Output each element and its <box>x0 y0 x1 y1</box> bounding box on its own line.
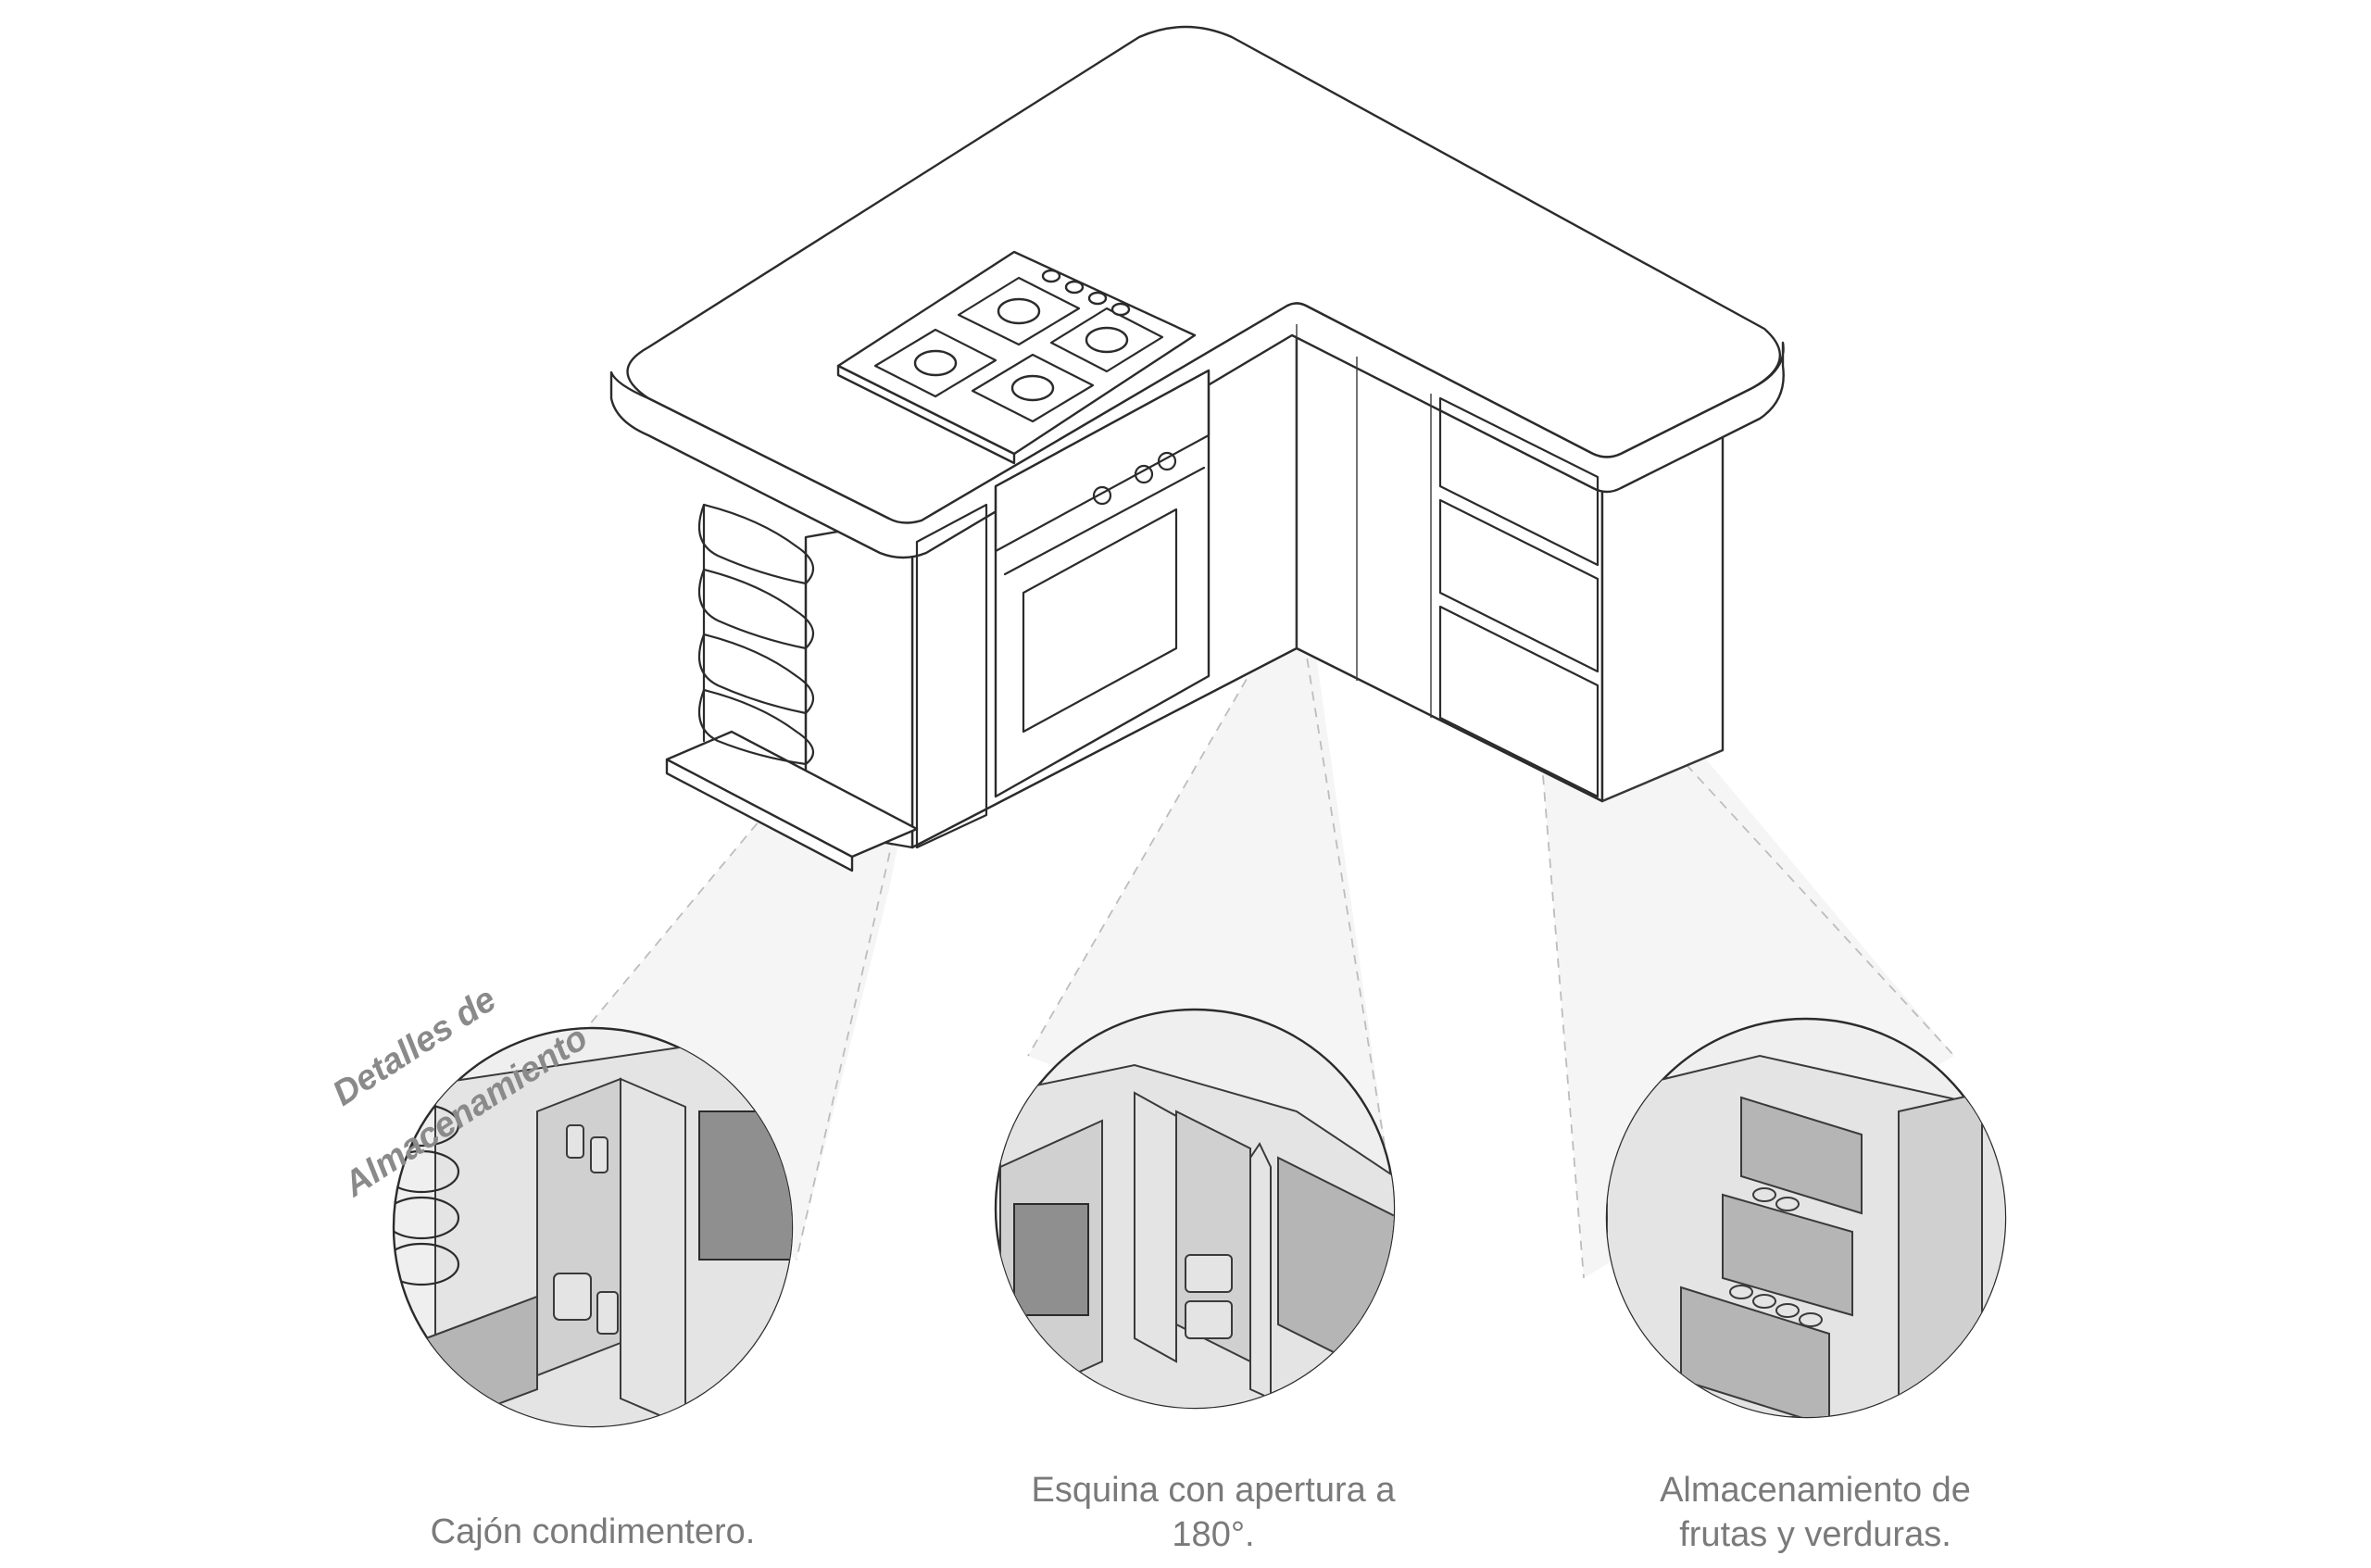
caption-spice-drawer: Cajón condimentero. <box>430 1512 756 1551</box>
side-shelf-edge <box>665 758 854 872</box>
burner-icon <box>913 349 958 377</box>
oven-knob-icon <box>1134 464 1154 484</box>
countertop-edge <box>609 302 1785 559</box>
drawer-front <box>1438 498 1599 673</box>
burner-grates <box>873 276 1164 423</box>
oven-handle <box>1003 466 1206 576</box>
left-cabinet-door <box>915 503 988 849</box>
knob-icon <box>1064 280 1085 295</box>
callout-produce-drawers <box>1605 1017 2007 1419</box>
knob-icon <box>1041 269 1061 283</box>
wine-rack-loop <box>697 503 815 585</box>
drawer-front <box>1438 396 1599 567</box>
dash-center-b <box>1296 592 1395 1205</box>
spice-bottles <box>553 1124 619 1335</box>
cooktop-edge <box>836 364 1016 465</box>
wine-rack <box>697 503 815 766</box>
burner-icon <box>1085 326 1129 354</box>
kitchen-island <box>609 25 1785 872</box>
callout-corner-cabinet <box>994 1008 1396 1410</box>
dash-right-a <box>1527 592 1585 1279</box>
drawer-front <box>1438 605 1599 798</box>
burner-icons <box>913 297 1129 402</box>
oven-window <box>1022 508 1178 734</box>
burner-icon <box>997 297 1041 325</box>
oven <box>994 369 1211 798</box>
plinth-right-end <box>1601 749 1724 802</box>
base-right-end <box>1600 433 1725 803</box>
caption-produce-drawers: Almacenamiento de frutas y verduras. <box>1660 1471 1971 1554</box>
burner-icon <box>1010 374 1055 402</box>
dash-left-b <box>796 592 950 1261</box>
knob-icon <box>1110 302 1131 317</box>
drawer-stack <box>1438 396 1599 798</box>
oven-knob-icon <box>1157 451 1177 471</box>
produce-items <box>1729 1187 1823 1327</box>
callout-spice-drawer <box>392 1026 794 1428</box>
knob-icon <box>1087 291 1108 306</box>
cooktop-knobs <box>1041 269 1131 317</box>
oven-control-strip <box>994 369 1211 553</box>
oven-knob-icon <box>1092 485 1112 506</box>
caption-corner-cabinet: Esquina con apertura a 180°. <box>1031 1471 1396 1554</box>
